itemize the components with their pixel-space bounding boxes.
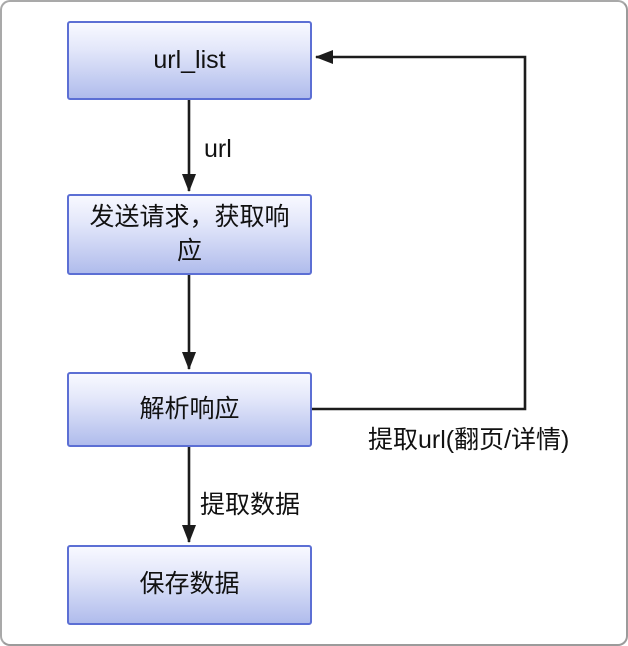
node-send-request: 发送请求，获取响应 [67, 194, 312, 275]
edge-parse-to-urllist-loop [309, 50, 527, 411]
node-url-list: url_list [67, 21, 312, 100]
edge-label-url: url [204, 135, 232, 163]
node-save-data-label: 保存数据 [139, 570, 240, 599]
node-parse-response-label: 解析响应 [139, 394, 240, 423]
node-send-request-label: 发送请求，获取响应 [89, 202, 290, 265]
node-parse-response: 解析响应 [67, 372, 312, 447]
edge-label-extract-url: 提取url(翻页/详情) [368, 426, 570, 454]
edge-label-extract-data: 提取数据 [200, 491, 301, 519]
node-save-data: 保存数据 [67, 545, 312, 625]
node-url-list-label: url_list [153, 45, 226, 74]
